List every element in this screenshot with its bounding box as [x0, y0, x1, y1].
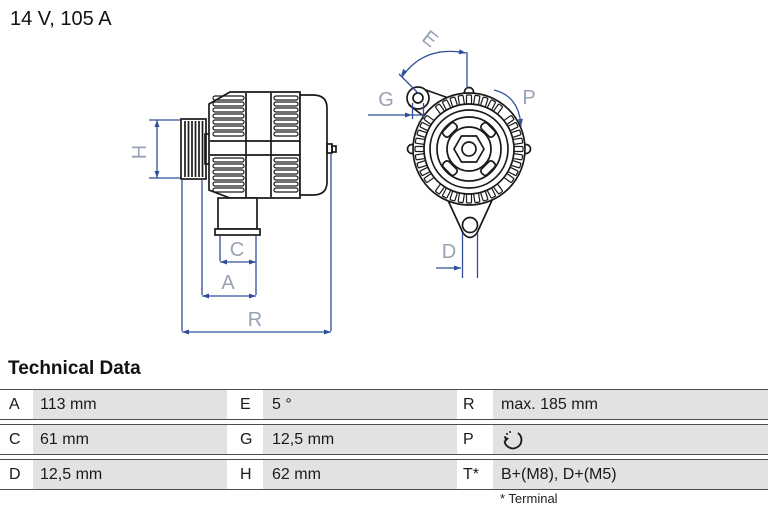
dim-label-h: H	[129, 145, 151, 159]
dim-label-r: R	[248, 309, 262, 331]
spec-label-c: C	[0, 425, 33, 454]
technical-drawing: H C A R	[129, 26, 536, 335]
spec-value-d: 12,5 mm	[33, 460, 227, 489]
dim-label-d: D	[442, 241, 456, 263]
table-row: A 113 mm E 5 ° R max. 185 mm	[0, 389, 768, 420]
table-row: C 61 mm G 12,5 mm P	[0, 424, 768, 455]
spec-label-p: P	[457, 425, 493, 454]
dim-label-e: E	[418, 26, 442, 52]
spec-value-g: 12,5 mm	[263, 425, 457, 454]
dim-label-p: P	[522, 87, 535, 109]
pulley	[180, 118, 207, 180]
technical-data-table: A 113 mm E 5 ° R max. 185 mm C 61 mm G 1…	[0, 389, 768, 494]
dim-label-g: G	[378, 89, 394, 111]
mounting-foot	[217, 197, 258, 230]
spec-label-g: G	[227, 425, 263, 454]
dim-label-c: C	[230, 239, 244, 261]
spec-value-h: 62 mm	[263, 460, 457, 489]
counterclockwise-rotation-icon	[503, 430, 523, 449]
spec-label-t: T*	[457, 460, 493, 489]
spec-value-t: B+(M8), D+(M5)	[493, 460, 768, 489]
rear-cover	[299, 94, 328, 196]
shaft-nut	[453, 135, 485, 163]
alternator-side-view: H C A R	[129, 91, 337, 335]
alternator-front-view: E G P D	[368, 26, 536, 278]
dim-label-a: A	[221, 272, 235, 294]
side-view-dimensions: H C A R	[129, 119, 332, 335]
spec-label-h: H	[227, 460, 263, 489]
spec-label-d: D	[0, 460, 33, 489]
terminal-footnote: * Terminal	[500, 491, 558, 506]
spec-value-r: max. 185 mm	[493, 390, 768, 419]
cooling-fins	[212, 95, 299, 193]
spec-value-p	[493, 425, 768, 454]
table-row: D 12,5 mm H 62 mm T* B+(M8), D+(M5)	[0, 459, 768, 490]
spec-value-e: 5 °	[263, 390, 457, 419]
mount-hole	[461, 216, 479, 234]
front-view-dimensions: E G P D	[368, 26, 536, 278]
spec-label-r: R	[457, 390, 493, 419]
fan-slots	[441, 121, 497, 177]
spec-value-c: 61 mm	[33, 425, 227, 454]
spec-label-a: A	[0, 390, 33, 419]
rating-text: 14 V, 105 A	[10, 8, 112, 30]
spec-label-e: E	[227, 390, 263, 419]
section-title: Technical Data	[8, 358, 141, 379]
spec-value-a: 113 mm	[33, 390, 227, 419]
